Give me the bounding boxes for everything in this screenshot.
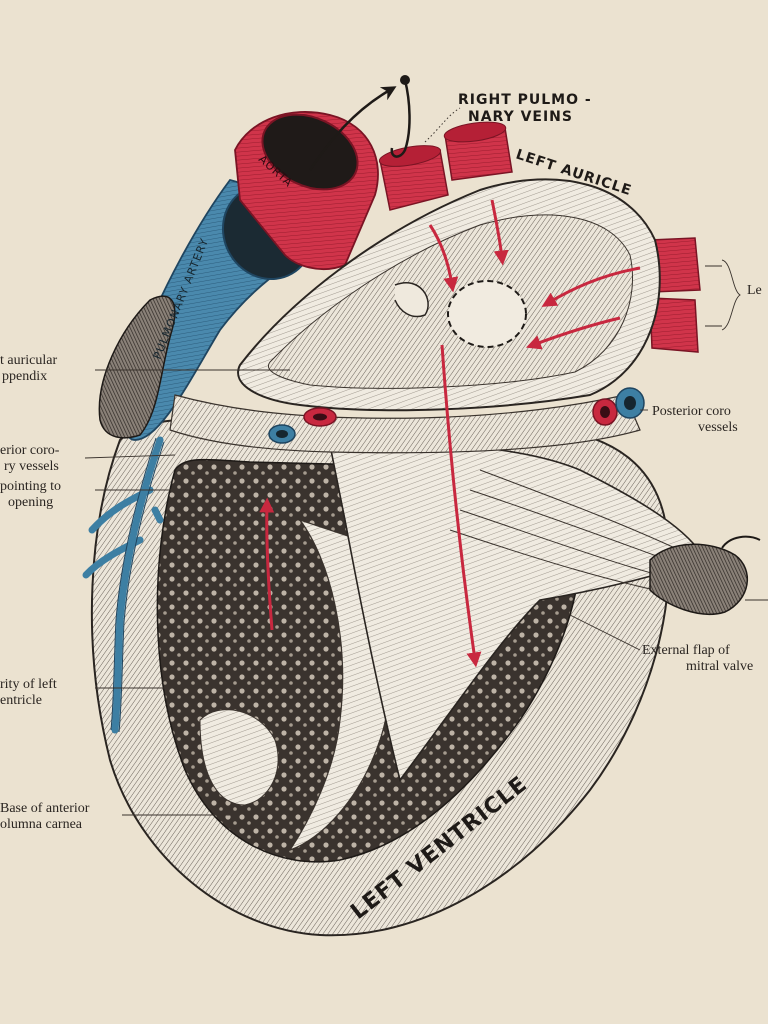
label-columna-2: olumna carnea [0,817,83,832]
label-anterior-coronary-1: erior coro- [0,443,60,458]
aorta-opening [261,113,359,191]
label-auricular-appendix-1: t auricular [0,353,57,368]
left-pulmonary-veins [649,237,701,353]
mitral-valve-flap [329,442,707,782]
coronary-vessel-cross-sections [268,387,645,444]
mitral-opening [447,280,527,348]
anterior-coronary-vessels [82,436,164,734]
label-anterior-coronary-2: ry vessels [4,459,59,474]
right-auricle-appendix [98,295,176,439]
right-pulmonary-veins-label-1: RIGHT PULMO - [458,92,592,108]
label-posterior-coronary-1: Posterior coro [652,404,731,419]
hook-right [721,535,761,549]
blood-flow-arrows [259,199,641,668]
label-posterior-coronary-2: vessels [698,420,738,435]
label-le-right: Le [747,283,762,298]
label-auricular-appendix-2: ppendix [2,369,47,384]
label-columna-1: Base of anterior [0,801,90,816]
auricular-appendix-tip [394,282,429,318]
label-pointing-to-2: opening [8,495,53,510]
label-external-flap-1: External flap of [642,643,730,658]
label-pointing-to-1: pointing to [0,479,61,494]
label-external-flap-2: mitral valve [686,659,753,674]
aorta-outflow-arrow [308,86,397,171]
right-pulmonary-veins [378,121,513,211]
anterior-coronary-vessels-outline [110,437,165,733]
columna-carnea [199,709,279,806]
valve-flap-tip [649,543,749,615]
leader-lines [84,107,768,816]
right-pulmonary-veins-label-2: NARY VEINS [468,109,573,125]
hook-top [390,79,411,158]
hook-head [400,75,410,85]
label-cavity-2: entricle [0,693,42,708]
label-cavity-1: rity of left [0,677,57,692]
